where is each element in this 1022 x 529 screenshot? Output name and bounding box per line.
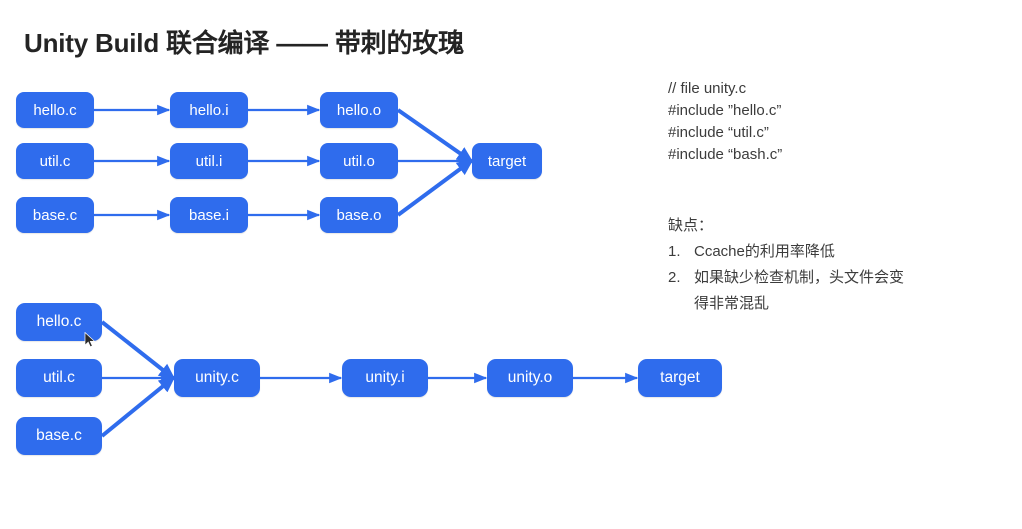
node-label: unity.o — [507, 369, 553, 387]
node-t-hello-i[interactable]: hello.i — [170, 92, 248, 128]
edge-b-base-c-to-b-unity-c — [100, 375, 176, 438]
node-label: util.i — [195, 152, 223, 170]
node-label: base.c — [32, 206, 78, 224]
cons-title: 缺点： — [668, 217, 714, 234]
node-label: target — [487, 152, 527, 170]
node-label: base.i — [188, 206, 230, 224]
node-label: base.c — [36, 427, 82, 445]
node-b-unity-i[interactable]: unity.i — [342, 359, 428, 397]
node-t-util-c[interactable]: util.c — [16, 143, 94, 179]
node-label: unity.c — [195, 369, 239, 387]
node-t-target[interactable]: target — [472, 143, 542, 179]
node-t-base-i[interactable]: base.i — [170, 197, 248, 233]
node-b-target[interactable]: target — [638, 359, 722, 397]
node-label: base.o — [336, 206, 382, 224]
node-label: hello.c — [36, 313, 82, 331]
cons-item-number: 1. — [668, 243, 681, 260]
cons-item-1: 1. Ccache的利用率降低 — [668, 239, 918, 265]
cons-item-number: 2. — [668, 269, 681, 286]
cons-item-2: 2. 如果缺少检查机制，头文件会变得非常混乱 — [668, 265, 918, 317]
node-label: target — [660, 369, 700, 387]
code-line-4: #include “bash.c” — [668, 146, 783, 163]
code-line-2: #include ”hello.c” — [668, 102, 782, 119]
cons-item-text: Ccache的利用率降低 — [694, 243, 835, 260]
node-label: hello.c — [33, 101, 77, 119]
edge-t-hello-o-to-t-target — [396, 108, 474, 163]
node-label: hello.o — [336, 101, 382, 119]
cons-item-text: 如果缺少检查机制，头文件会变得非常混乱 — [694, 269, 905, 312]
code-snippet: // file unity.c #include ”hello.c” #includ… — [668, 78, 782, 166]
node-b-unity-o[interactable]: unity.o — [487, 359, 573, 397]
node-b-util-c[interactable]: util.c — [16, 359, 102, 397]
node-t-base-o[interactable]: base.o — [320, 197, 398, 233]
node-t-util-o[interactable]: util.o — [320, 143, 398, 179]
node-t-base-c[interactable]: base.c — [16, 197, 94, 233]
code-line-1: // file unity.c — [668, 80, 747, 97]
node-t-hello-c[interactable]: hello.c — [16, 92, 94, 128]
node-b-unity-c[interactable]: unity.c — [174, 359, 260, 397]
page-title: Unity Build 联合编译 —— 带刺的玫瑰 — [24, 28, 464, 58]
node-t-hello-o[interactable]: hello.o — [320, 92, 398, 128]
node-t-util-i[interactable]: util.i — [170, 143, 248, 179]
node-label: unity.i — [365, 369, 405, 387]
node-label: util.o — [343, 152, 375, 170]
node-label: hello.i — [189, 101, 229, 119]
node-label: util.c — [39, 152, 71, 170]
code-line-3: #include “util.c” — [668, 124, 769, 141]
cons-panel: 缺点： 1. Ccache的利用率降低 2. 如果缺少检查机制，头文件会变得非常混乱 — [668, 213, 918, 317]
edge-b-hello-c-to-b-unity-c — [100, 320, 176, 381]
edge-t-base-o-to-t-target — [396, 159, 474, 217]
node-label: util.c — [43, 369, 75, 387]
node-b-base-c[interactable]: base.c — [16, 417, 102, 455]
mouse-pointer-icon — [84, 332, 96, 348]
